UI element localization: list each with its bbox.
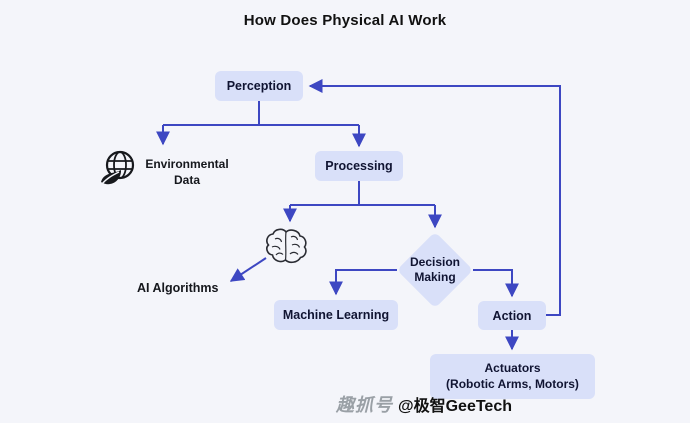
node-action-label: Action xyxy=(492,308,532,323)
diagram-title: How Does Physical AI Work xyxy=(243,12,447,29)
watermark: 趣抓号 @极智GeeTech xyxy=(336,391,512,417)
brain-icon xyxy=(266,228,307,264)
edge-decision-to-machine-learning xyxy=(329,269,397,296)
node-actuators: Actuators (Robotic Arms, Motors) xyxy=(430,354,595,399)
watermark-handle: @极智GeeTech xyxy=(398,398,513,415)
node-processing-label: Processing xyxy=(325,159,393,173)
node-processing: Processing xyxy=(315,151,403,181)
environmental-data-label: Environmental Data xyxy=(145,157,229,188)
node-machine-learning-label: Machine Learning xyxy=(282,308,390,322)
node-perception-label: Perception xyxy=(226,79,292,93)
node-decision-making: Decision Making xyxy=(396,231,474,309)
edge-processing-split xyxy=(290,181,435,206)
edge-perception-split xyxy=(163,101,359,126)
node-perception: Perception xyxy=(215,71,303,101)
edge-decision-to-action xyxy=(473,269,519,298)
node-actuators-subtitle: (Robotic Arms, Motors) xyxy=(446,376,579,391)
edge-brain-to-ai-algorithms xyxy=(229,257,267,282)
ai-algorithms-label: AI Algorithms xyxy=(137,281,219,295)
globe-leaf-icon xyxy=(101,150,135,185)
node-action: Action xyxy=(478,301,546,330)
watermark-platform: 趣抓号 xyxy=(336,395,393,415)
node-actuators-title: Actuators xyxy=(484,360,541,375)
node-machine-learning: Machine Learning xyxy=(274,300,398,330)
node-decision-making-label: Decision Making xyxy=(409,255,460,284)
